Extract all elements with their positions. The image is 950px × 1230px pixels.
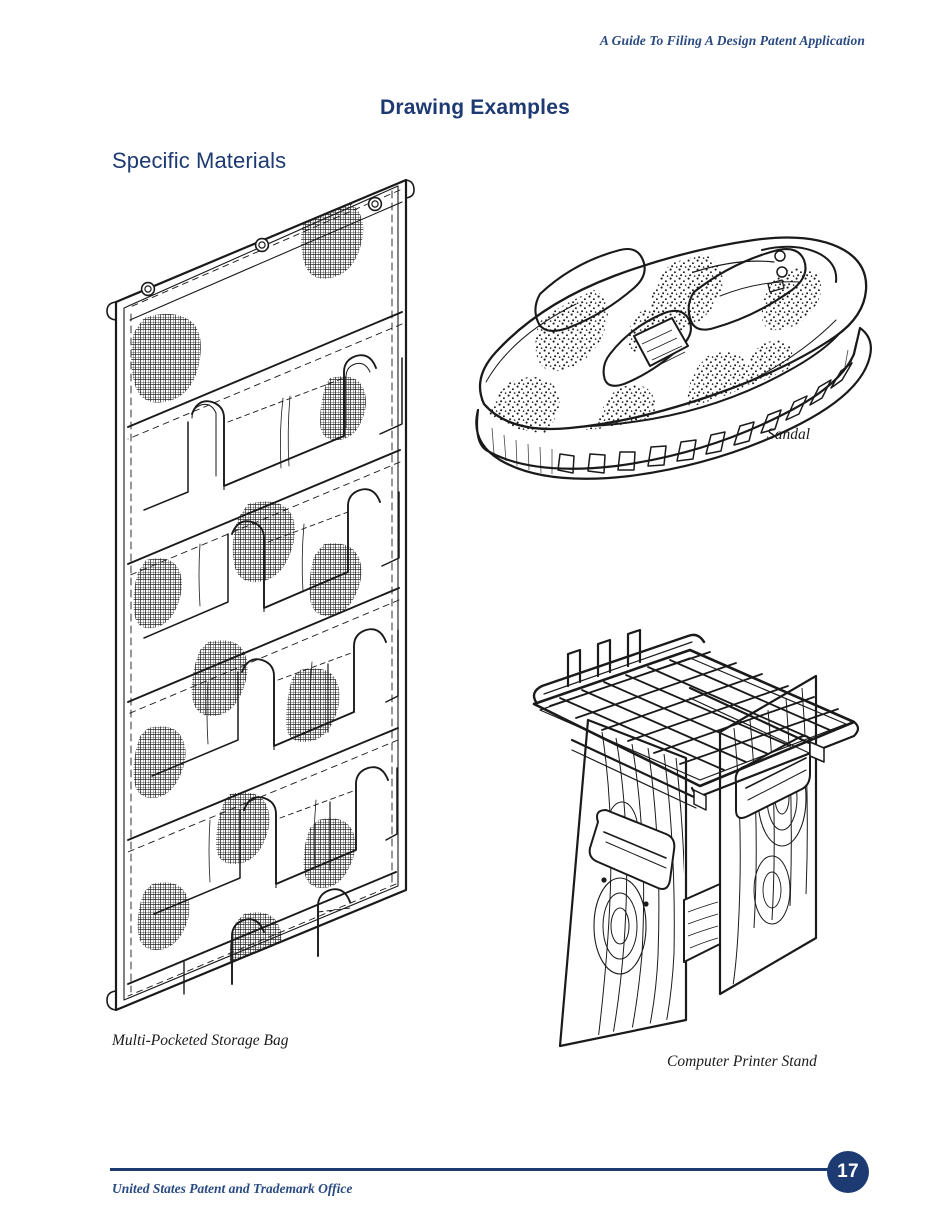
section-heading: Specific Materials	[112, 148, 287, 174]
figure-caption-sandal: Sandal	[767, 426, 811, 443]
page-title: Drawing Examples	[380, 96, 570, 120]
footer-divider	[110, 1168, 845, 1171]
figure-computer-printer-stand	[524, 628, 874, 1051]
page-number: 17	[837, 1161, 859, 1182]
figure-sandal	[462, 232, 872, 507]
page-number-badge: 17	[827, 1151, 869, 1193]
figure-caption-printer-stand: Computer Printer Stand	[667, 1053, 817, 1070]
running-head: A Guide To Filing A Design Patent Applic…	[599, 33, 865, 48]
footer-organization: United States Patent and Trademark Offic…	[112, 1181, 353, 1196]
figure-caption-storage-bag: Multi-Pocketed Storage Bag	[112, 1032, 289, 1049]
figure-multi-pocketed-storage-bag	[88, 172, 418, 1017]
